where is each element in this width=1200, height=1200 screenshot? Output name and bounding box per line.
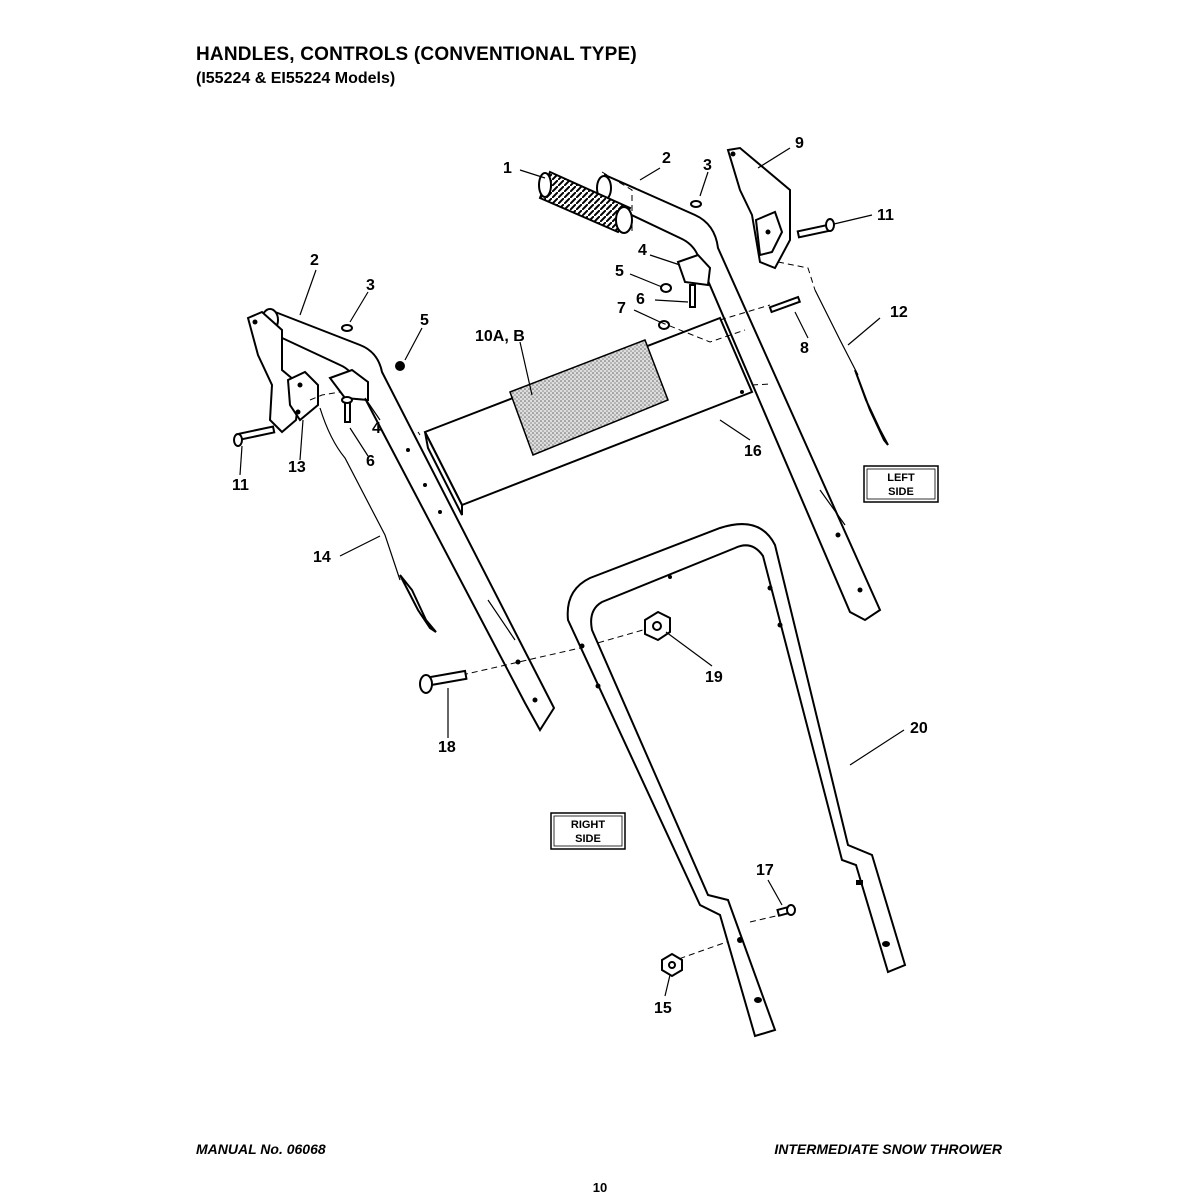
page-title: HANDLES, CONTROLS (CONVENTIONAL TYPE)	[196, 44, 637, 65]
bracket-hardware-right	[328, 324, 405, 423]
callout-13: 13	[288, 459, 306, 476]
lower-handle	[566, 523, 907, 1038]
callout-18: 18	[438, 739, 456, 756]
callout-12: 12	[890, 304, 908, 321]
lever-bracket-right	[246, 310, 319, 434]
callout-14: 14	[313, 549, 331, 566]
manual-number: MANUAL No. 06068	[196, 1141, 326, 1157]
control-panel	[423, 316, 754, 516]
callout-5-right: 5	[420, 312, 429, 329]
upper-handle-left	[596, 173, 882, 622]
product-name: INTERMEDIATE SNOW THROWER	[774, 1141, 1002, 1157]
callout-10ab: 10A, B	[475, 328, 525, 345]
callout-6-right: 6	[366, 453, 375, 470]
callout-17: 17	[756, 862, 774, 879]
callout-5: 5	[615, 263, 624, 280]
handle-grip	[538, 170, 633, 234]
callout-3-right: 3	[366, 277, 375, 294]
shift-cable-left	[777, 261, 889, 446]
callout-4-right: 4	[372, 420, 381, 437]
decal	[509, 339, 669, 456]
callout-9: 9	[795, 135, 804, 152]
callout-11-right: 11	[232, 477, 249, 494]
page-number: 10	[592, 1180, 608, 1195]
bracket-hardware-left	[658, 200, 802, 330]
callout-20: 20	[910, 720, 928, 737]
callout-15: 15	[654, 1000, 672, 1017]
callout-19: 19	[705, 669, 723, 686]
callout-7: 7	[617, 300, 626, 317]
right-side-line2: SIDE	[575, 833, 601, 845]
left-side-line1: LEFT	[887, 472, 915, 484]
shift-cable-right	[319, 407, 437, 633]
lever-bracket-left	[726, 146, 791, 270]
bolt-right-side	[233, 425, 276, 447]
callout-labels: 1 2 3 9 11 4 5 6 7 8 12 2 3 5 10A, B 4 6…	[232, 135, 928, 1017]
right-side-line1: RIGHT	[571, 819, 606, 831]
left-side-label: LEFT SIDE	[863, 465, 939, 503]
callout-3: 3	[703, 157, 712, 174]
callout-16: 16	[744, 443, 762, 460]
callout-11: 11	[877, 207, 894, 224]
hardware-lower	[419, 610, 796, 978]
callout-6: 6	[636, 291, 645, 308]
callout-2-right: 2	[310, 252, 319, 269]
page-subtitle: (I55224 & EI55224 Models)	[196, 70, 396, 87]
bolt-left-side	[796, 218, 835, 239]
leader-lines	[239, 147, 905, 997]
callout-1: 1	[503, 160, 512, 177]
left-side-line2: SIDE	[888, 486, 914, 498]
right-side-label: RIGHT SIDE	[550, 812, 626, 850]
callout-4: 4	[638, 242, 647, 259]
callout-8: 8	[800, 340, 809, 357]
callout-2: 2	[662, 150, 671, 167]
